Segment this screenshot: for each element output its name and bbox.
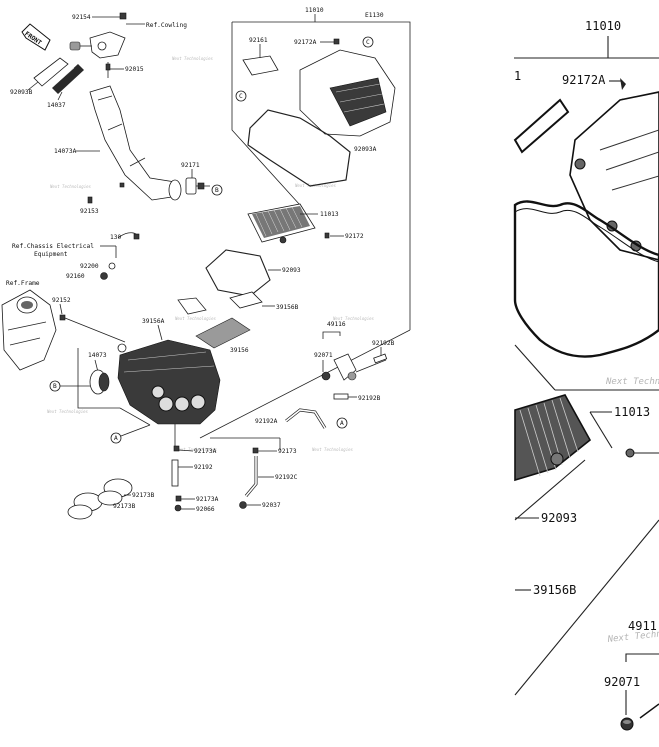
zoom-label-92071[interactable]: 92071 <box>604 675 640 689</box>
label-92172[interactable]: 92172 <box>345 233 364 240</box>
intake-funnels[interactable] <box>67 478 133 520</box>
label-92192B[interactable]: 92192B <box>358 395 381 402</box>
label-14073A[interactable]: 14073A <box>54 148 77 155</box>
air-filter[interactable] <box>247 203 316 244</box>
gasket-92093[interactable] <box>205 249 271 297</box>
zoom-panel: 11010 1 92172A Next Techno Next Techno <box>513 19 659 731</box>
label-92173B-b[interactable]: 92173B <box>113 503 136 510</box>
frame-section <box>1 289 57 371</box>
label-92192[interactable]: 92192 <box>194 464 213 471</box>
callout-a[interactable] <box>110 432 122 444</box>
svg-text:C: C <box>366 39 370 46</box>
label-92173A-upper[interactable]: 92173A <box>194 448 217 455</box>
watermark: Next Technologies <box>171 56 214 61</box>
label-ref-cowling[interactable]: Ref.Cowling <box>146 22 187 29</box>
label-92152[interactable]: 92152 <box>52 297 71 304</box>
label-92192A[interactable]: 92192A <box>255 418 278 425</box>
label-92153[interactable]: 92153 <box>80 208 99 215</box>
bracket-92171[interactable] <box>185 177 210 195</box>
watermark: Next Technologies <box>174 316 217 321</box>
inspection-plate[interactable] <box>242 55 279 76</box>
group-number-11010[interactable]: 11010 <box>305 7 324 14</box>
label-ref-chassis-line1[interactable]: Ref.Chassis Electrical <box>12 243 94 250</box>
label-92173A-lower[interactable]: 92173A <box>196 496 219 503</box>
label-ref-frame[interactable]: Ref.Frame <box>6 280 40 287</box>
zoom-label-11013[interactable]: 11013 <box>614 405 650 419</box>
label-92171[interactable]: 92171 <box>181 162 200 169</box>
watermark: Next Technologies <box>311 447 354 452</box>
label-92200[interactable]: 92200 <box>80 263 99 270</box>
diagram-code: E1130 <box>365 12 384 19</box>
svg-text:B: B <box>215 187 219 194</box>
intake-duct[interactable] <box>89 85 182 201</box>
zoom-label-1[interactable]: 1 <box>514 69 521 83</box>
seal-39156B[interactable] <box>229 291 263 309</box>
gasket-92093A[interactable] <box>247 109 351 187</box>
zoom-group-number-11010[interactable]: 11010 <box>585 19 621 33</box>
callout-c[interactable] <box>235 90 247 102</box>
vacuum-valve[interactable] <box>333 353 388 381</box>
svg-text:B: B <box>53 383 57 390</box>
label-39156A[interactable]: 39156A <box>142 318 165 325</box>
zoom-watermark: Next Techno <box>606 629 659 645</box>
svg-text:A: A <box>114 435 118 442</box>
label-92154[interactable]: 92154 <box>72 14 91 21</box>
label-ref-chassis-line2[interactable]: Equipment <box>34 251 68 258</box>
label-92173B-a[interactable]: 92173B <box>132 492 155 499</box>
watermark: Next Technologies <box>49 184 92 189</box>
zoom-watermark: Next Techno <box>605 377 659 387</box>
callout-c[interactable] <box>362 36 374 48</box>
label-92066[interactable]: 92066 <box>196 506 215 513</box>
watermark: Next Technologies <box>46 409 89 414</box>
air-box-upper-cover[interactable] <box>299 49 396 137</box>
callout-a[interactable] <box>336 417 348 429</box>
label-92161[interactable]: 92161 <box>249 37 268 44</box>
zoom-label-39156B[interactable]: 39156B <box>533 583 576 597</box>
callout-b[interactable] <box>211 184 223 196</box>
label-92093[interactable]: 92093 <box>282 267 301 274</box>
watermark: Next Technologies <box>332 316 375 321</box>
label-92172A[interactable]: 92172A <box>294 39 317 46</box>
rubber-boot[interactable] <box>89 369 110 395</box>
svg-text:A: A <box>340 420 344 427</box>
label-39156[interactable]: 39156 <box>230 347 249 354</box>
svg-text:C: C <box>239 93 243 100</box>
label-92192B[interactable]: 92192B <box>372 340 395 347</box>
label-130[interactable]: 130 <box>110 234 121 241</box>
label-92071[interactable]: 92071 <box>314 352 333 359</box>
zoom-label-92172A[interactable]: 92172A <box>562 73 606 87</box>
zoom-label-4911[interactable]: 4911 <box>628 619 657 633</box>
duct-39156[interactable] <box>195 317 251 349</box>
label-92192C[interactable]: 92192C <box>275 474 298 481</box>
cowling-bracket[interactable] <box>69 31 126 78</box>
air-box-lower[interactable] <box>117 339 221 425</box>
overview-diagram: E1130 11010 Next Technologies Next Techn… <box>1 7 411 520</box>
label-49116[interactable]: 49116 <box>327 321 346 328</box>
watermark: Next Technologies <box>175 447 218 452</box>
label-14037[interactable]: 14037 <box>47 102 66 109</box>
label-92015[interactable]: 92015 <box>125 66 144 73</box>
label-39156B[interactable]: 39156B <box>276 304 299 311</box>
label-92093A[interactable]: 92093A <box>354 146 377 153</box>
label-92037[interactable]: 92037 <box>262 502 281 509</box>
label-11013[interactable]: 11013 <box>320 211 339 218</box>
clamp-130[interactable] <box>117 232 140 240</box>
label-92160[interactable]: 92160 <box>66 273 85 280</box>
zoom-label-92093[interactable]: 92093 <box>541 511 577 525</box>
label-14073[interactable]: 14073 <box>88 352 107 359</box>
label-92173[interactable]: 92173 <box>278 448 297 455</box>
label-92093B[interactable]: 92093B <box>10 89 33 96</box>
duct-seal[interactable] <box>33 57 84 94</box>
